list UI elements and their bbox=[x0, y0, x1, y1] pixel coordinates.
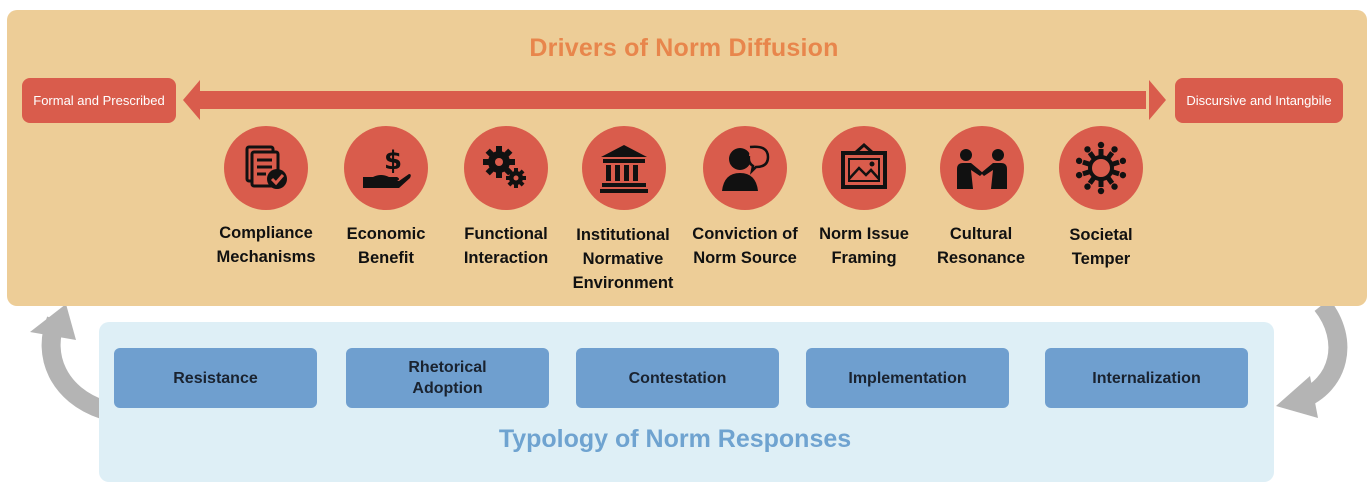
driver-label-line: Institutional bbox=[576, 226, 670, 244]
institution-building-icon bbox=[582, 126, 666, 210]
driver-label-line: Norm Issue bbox=[819, 225, 909, 243]
response-label-line: Contestation bbox=[628, 369, 727, 387]
response-label-line: Rhetorical bbox=[408, 359, 487, 376]
driver-label-line: Interaction bbox=[463, 249, 549, 267]
driver-label-economic: Economic Benefit bbox=[311, 222, 461, 270]
driver-label-line: Framing bbox=[831, 249, 897, 267]
driver-label-line: Functional bbox=[464, 225, 548, 243]
response-internalization: Internalization bbox=[1045, 348, 1248, 408]
driver-label-line: Societal bbox=[1069, 226, 1133, 244]
driver-label-line: Mechanisms bbox=[216, 248, 316, 266]
formal-pole-label: Formal and Prescribed bbox=[22, 78, 176, 123]
response-label-line: Adoption bbox=[412, 380, 483, 397]
response-label-line: Implementation bbox=[848, 369, 967, 387]
driver-label-societal: Societal Temper bbox=[1026, 223, 1176, 271]
response-contestation: Contestation bbox=[576, 348, 779, 408]
discursive-pole-label: Discursive and Intangbile bbox=[1175, 78, 1343, 123]
framed-picture-icon bbox=[822, 126, 906, 210]
response-resistance: Resistance bbox=[114, 348, 317, 408]
responses-title: Typology of Norm Responses bbox=[498, 425, 852, 453]
svg-text:$: $ bbox=[384, 146, 402, 176]
driver-label-line: Resonance bbox=[936, 249, 1026, 267]
right-cycle-arrow-icon bbox=[1276, 299, 1348, 418]
driver-label-line: Compliance bbox=[219, 224, 313, 242]
speaking-person-icon bbox=[703, 126, 787, 210]
response-implementation: Implementation bbox=[806, 348, 1009, 408]
driver-label-line: Cultural bbox=[949, 225, 1013, 243]
gears-icon bbox=[464, 126, 548, 210]
driver-label-line: Environment bbox=[572, 274, 674, 292]
driver-label-line: Normative bbox=[582, 250, 664, 268]
people-circle-icon bbox=[1059, 126, 1143, 210]
cycle-arrows bbox=[30, 299, 1348, 420]
driver-label-conviction: Conviction of Norm Source bbox=[670, 222, 820, 270]
driver-label-cultural: Cultural Resonance bbox=[906, 222, 1056, 270]
driver-label-line: Conviction of bbox=[692, 225, 798, 243]
driver-label-functional: Functional Interaction bbox=[431, 222, 581, 270]
driver-label-line: Temper bbox=[1071, 250, 1131, 268]
handshake-icon bbox=[940, 126, 1024, 210]
driver-label-line: Norm Source bbox=[693, 249, 797, 267]
driver-label-line: Benefit bbox=[358, 249, 414, 267]
driver-label-framing: Norm Issue Framing bbox=[789, 222, 939, 270]
response-label-line: Resistance bbox=[173, 369, 258, 387]
money-hand-icon: $ bbox=[344, 126, 428, 210]
driver-label-institutional: Institutional Normative Environment bbox=[548, 223, 698, 295]
left-cycle-arrow-icon bbox=[30, 304, 108, 420]
response-label-line: Internalization bbox=[1092, 369, 1201, 387]
compliance-document-icon bbox=[224, 126, 308, 210]
driver-label-line: Economic bbox=[346, 225, 426, 243]
driver-label-compliance: Compliance Mechanisms bbox=[191, 221, 341, 269]
spectrum-arrow-icon bbox=[183, 80, 1166, 120]
response-rhetorical-adoption: Rhetorical Adoption bbox=[346, 348, 549, 408]
drivers-title: Drivers of Norm Diffusion bbox=[529, 34, 839, 62]
